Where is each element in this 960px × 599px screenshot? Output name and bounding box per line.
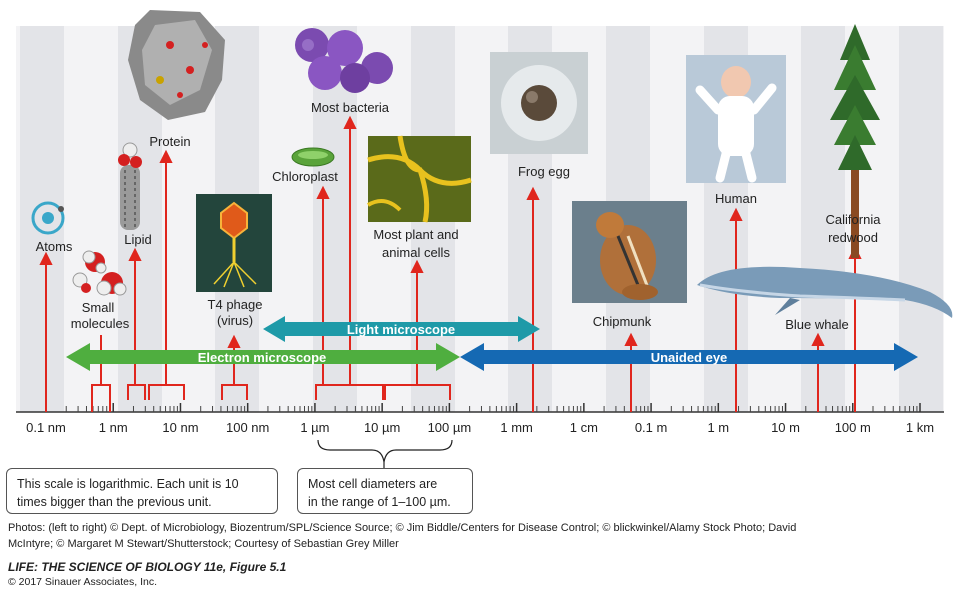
atoms-pointer [39, 251, 53, 412]
redwood-image [830, 24, 880, 258]
cells-label-1: Most plant and [373, 227, 458, 242]
redwood-label-2: redwood [828, 230, 878, 245]
bacteria-pointer [343, 115, 357, 385]
background-bands [16, 26, 944, 412]
protein-pointer [159, 149, 173, 385]
small-molecules-label-1: Small [82, 300, 115, 315]
copyright-line: © 2017 Sinauer Associates, Inc. [8, 576, 157, 588]
t4-label-2: (virus) [217, 313, 253, 328]
lipid-icon [118, 142, 142, 230]
unaided-eye-arrow: Unaided eye [460, 343, 918, 371]
electron-microscope-label: Electron microscope [198, 350, 327, 365]
small-molecules-label-2: molecules [71, 316, 130, 331]
electron-microscope-arrow: Electron microscope [66, 343, 460, 371]
whale-label: Blue whale [785, 317, 849, 332]
tick-label: 100 nm [226, 420, 269, 435]
t4-phage-image [196, 194, 272, 292]
blue-whale-image [697, 266, 953, 318]
light-microscope-label: Light microscope [347, 322, 455, 337]
tick-label: 1 mm [500, 420, 533, 435]
atoms-label: Atoms [36, 239, 73, 254]
t4-label-1: T4 phage [208, 297, 263, 312]
range-arrows: Light microscope Electron microscope Una… [66, 316, 918, 371]
tick-label: 1 cm [570, 420, 598, 435]
redwood-label-1: California [826, 212, 882, 227]
bacteria-bracket [315, 384, 384, 400]
cells-bracket [384, 384, 451, 400]
tick-label: 100 µm [428, 420, 472, 435]
tick-label: 10 nm [162, 420, 198, 435]
unaided-eye-label: Unaided eye [651, 350, 728, 365]
human-label: Human [715, 191, 757, 206]
light-microscope-arrow: Light microscope [263, 316, 540, 342]
chloroplast-icon [291, 147, 335, 167]
tick-label: 1 m [707, 420, 729, 435]
log-axis: 0.1 nm 1 nm 10 nm 100 nm 1 µm 10 µm 100 µm 1 mm… [16, 403, 944, 435]
cell-range-brace [317, 439, 453, 463]
tick-label: 10 µm [364, 420, 400, 435]
tick-label: 1 nm [99, 420, 128, 435]
bacteria-image [295, 28, 393, 93]
protein-bracket [148, 384, 185, 400]
cells-label-2: animal cells [382, 245, 450, 260]
log-note-line2: times bigger than the previous unit. [17, 495, 212, 509]
photo-credits-line2: McIntyre; © Margaret M Stewart/Shutterst… [8, 538, 399, 550]
protein-label: Protein [149, 134, 190, 149]
logarithmic-scale-note: This scale is logarithmic. Each unit is … [6, 468, 278, 514]
tick-label: 1 µm [300, 420, 329, 435]
small-molecules-bracket [91, 368, 111, 412]
tick-label: 0.1 nm [26, 420, 66, 435]
tick-label: 1 km [906, 420, 934, 435]
bacteria-label: Most bacteria [311, 100, 390, 115]
frog-pointer [526, 186, 540, 412]
t4-bracket [221, 384, 248, 400]
chloroplast-label: Chloroplast [272, 169, 338, 184]
tick-label: 10 m [771, 420, 800, 435]
plant-cells-image [366, 135, 472, 223]
chipmunk-image [572, 201, 687, 303]
tick-label: 0.1 m [635, 420, 668, 435]
log-note-line1: This scale is logarithmic. Each unit is … [17, 477, 239, 491]
tick-label: 100 m [835, 420, 871, 435]
lipid-label: Lipid [124, 232, 151, 247]
protein-icon [128, 10, 225, 120]
cell-note-line2: in the range of 1–100 µm. [308, 495, 451, 509]
human-pointer [729, 207, 743, 412]
photo-credits-line1: Photos: (left to right) © Dept. of Micro… [8, 522, 797, 534]
lipid-bracket [127, 384, 146, 400]
cell-note-line1: Most cell diameters are [308, 477, 438, 491]
small-molecules-icon [72, 250, 127, 296]
human-baby-image [686, 55, 786, 183]
frog-egg-label: Frog egg [518, 164, 570, 179]
figure-source-title: LIFE: THE SCIENCE OF BIOLOGY 11e, Figure… [8, 560, 287, 574]
item-labels: Atoms Small molecules Lipid Protein T4 p… [36, 100, 882, 332]
cell-diameter-note: Most cell diameters are in the range of … [297, 468, 473, 514]
atom-icon [31, 201, 65, 235]
frog-egg-image [490, 52, 588, 154]
chipmunk-label: Chipmunk [593, 314, 652, 329]
